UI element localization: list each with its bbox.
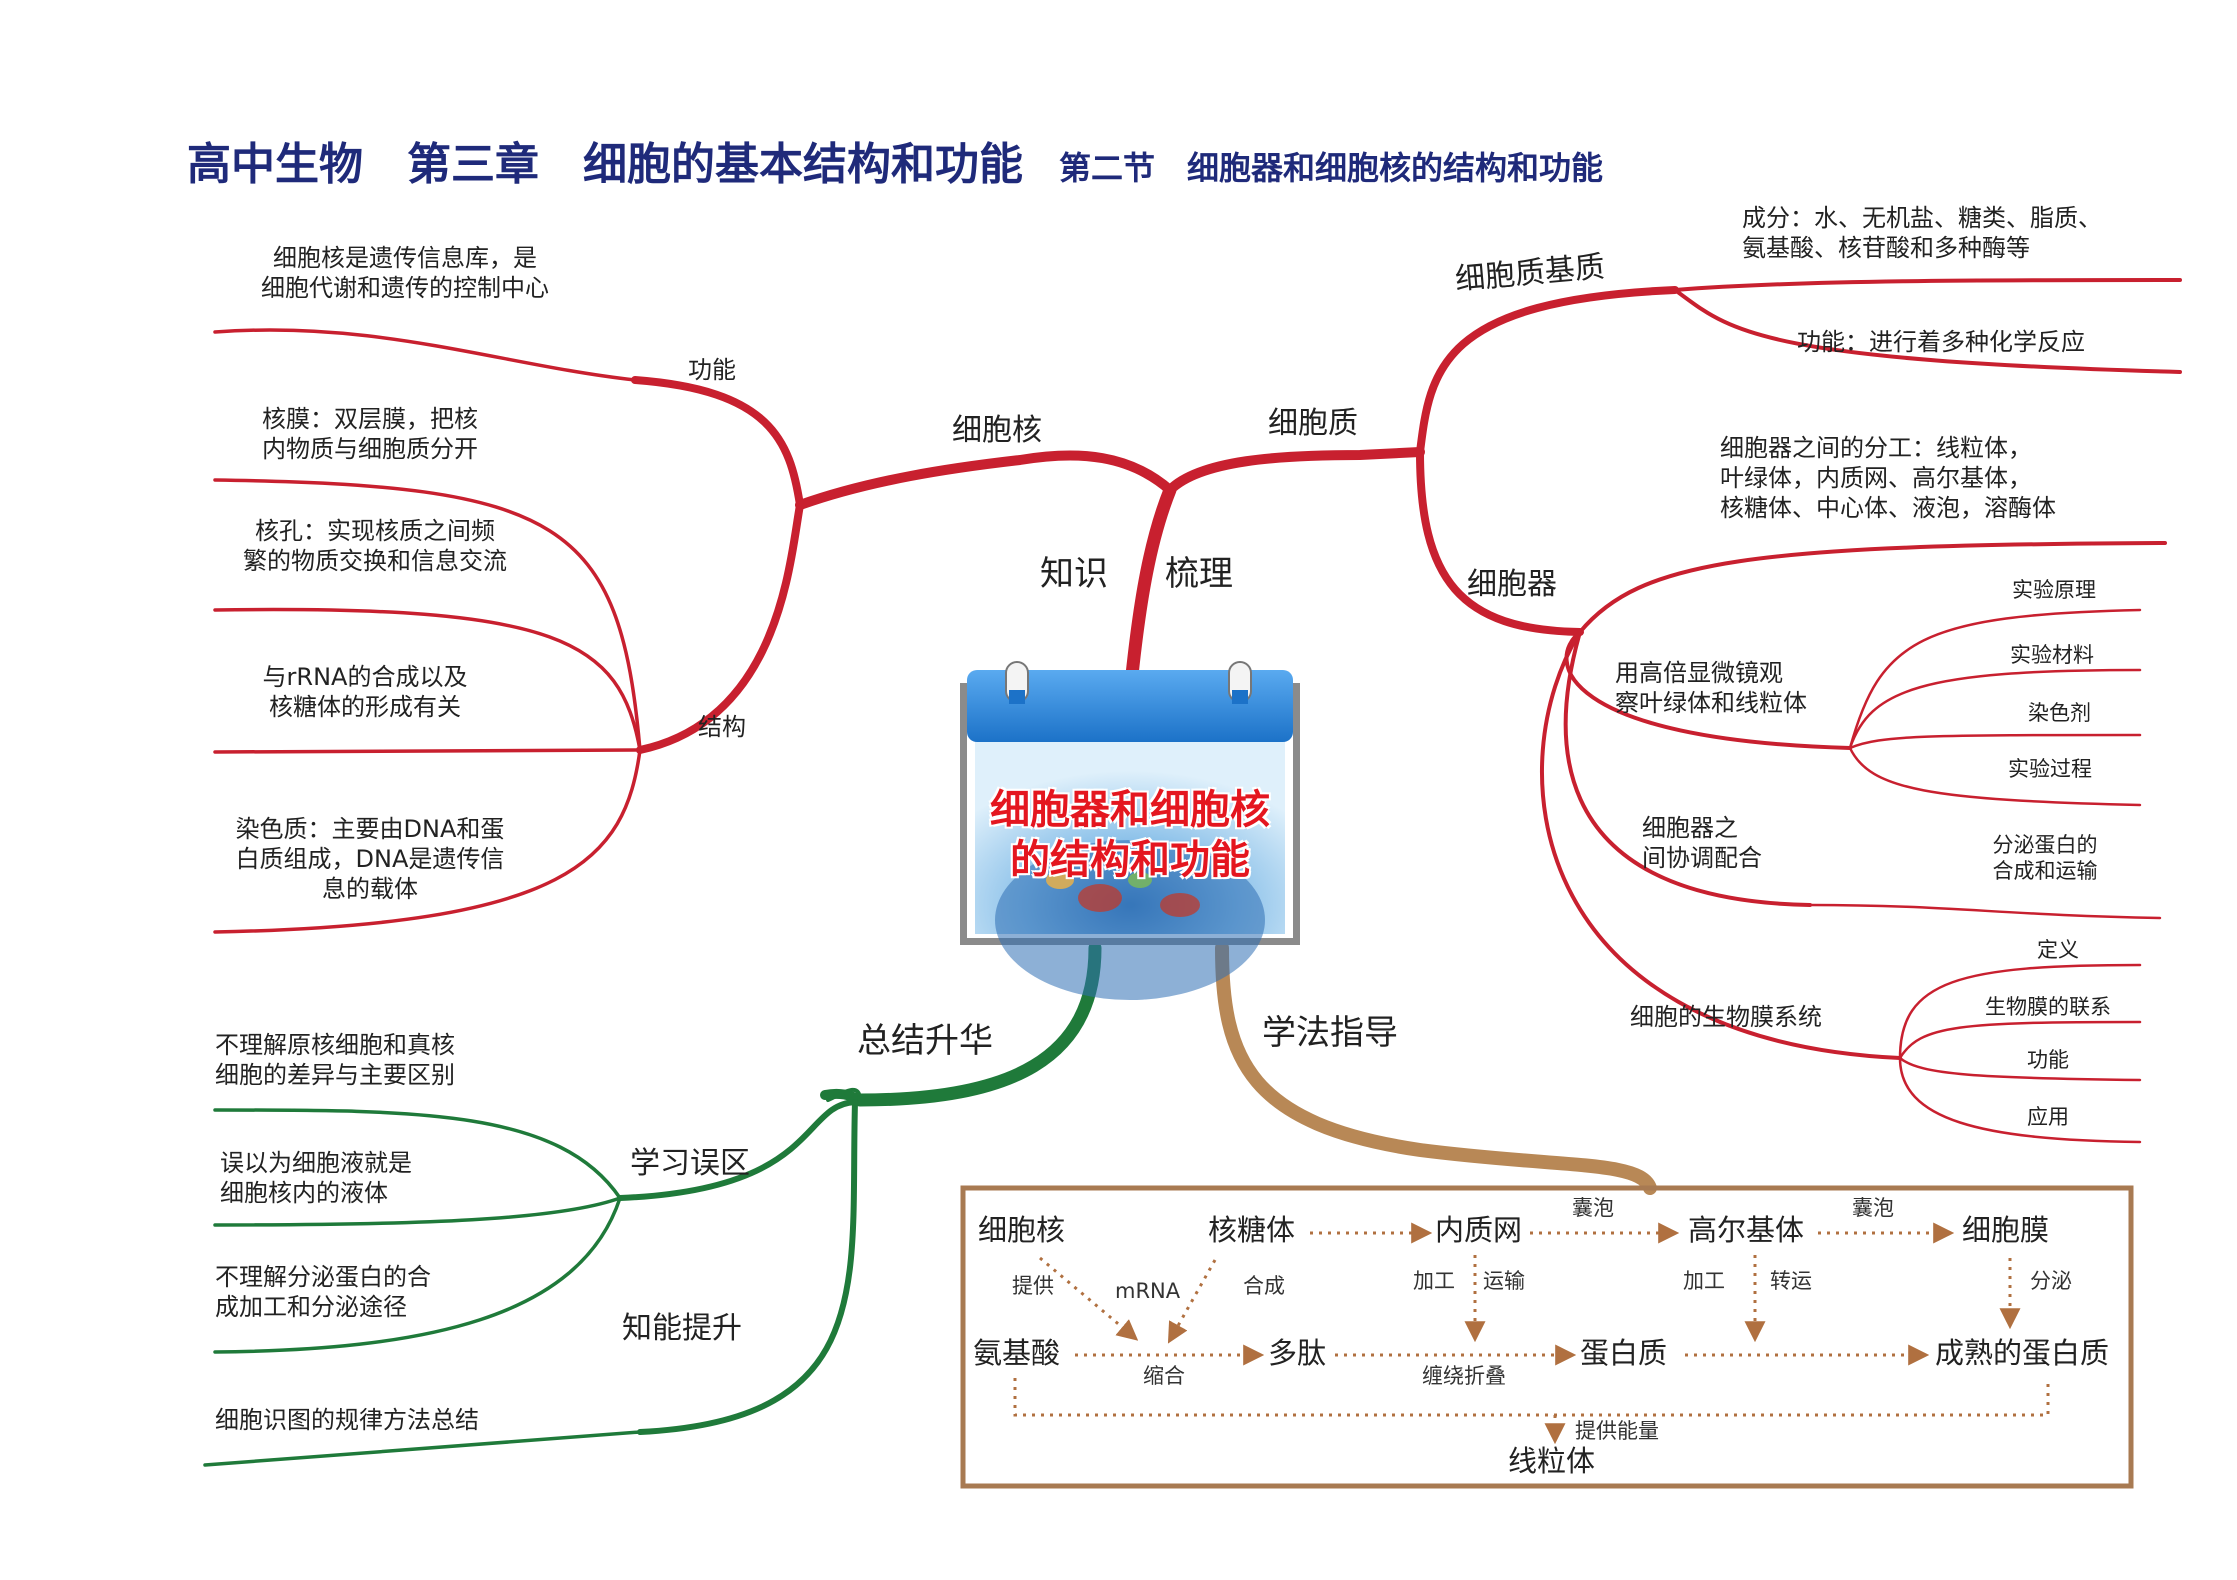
branch-label-knowledge-2: 梳理 xyxy=(1165,554,1233,594)
flow-protein: 蛋白质 xyxy=(1580,1336,1668,1370)
structure-item-nucleolus-line1: 与rRNA的合成以及 xyxy=(262,663,468,691)
membrane-item-definition: 定义 xyxy=(2037,938,2079,962)
structure-item-chromatin-line2: 白质组成，DNA是遗传信 xyxy=(235,845,505,873)
structure-item-membrane-line2: 内物质与细胞质分开 xyxy=(262,435,478,463)
organelle-division-of-labor: 细胞器之间的分工：线粒体， 叶绿体，内质网、高尔基体， 核糖体、中心体、液泡，溶… xyxy=(1720,433,2056,523)
nucleus-label: 细胞核 xyxy=(952,413,1042,448)
mistake-item-3-line2: 成加工和分泌途径 xyxy=(215,1293,407,1321)
mistake-item-3: 不理解分泌蛋白的合 成加工和分泌途径 xyxy=(215,1262,431,1322)
flow-ribosome: 核糖体 xyxy=(1208,1213,1296,1247)
mistake-item-1: 不理解原核细胞和真核 细胞的差异与主要区别 xyxy=(215,1030,455,1090)
division-line2: 叶绿体，内质网、高尔基体， xyxy=(1720,464,2032,492)
flow-mature-protein: 成熟的蛋白质 xyxy=(1935,1336,2110,1370)
structure-item-nucleolus-line2: 核糖体的形成有关 xyxy=(269,693,461,721)
flow-mitochondria: 线粒体 xyxy=(1508,1444,1596,1478)
flow-peptide: 多肽 xyxy=(1268,1336,1327,1370)
matrix-components-line2: 氨基酸、核苷酸和多种酶等 xyxy=(1742,234,2030,262)
mistakes-label: 学习误区 xyxy=(630,1146,750,1181)
structure-item-nucleolus: 与rRNA的合成以及 核糖体的形成有关 xyxy=(245,662,485,722)
flow-label-vesicle-2: 囊泡 xyxy=(1852,1196,1894,1220)
membrane-item-connection: 生物膜的联系 xyxy=(1985,995,2111,1019)
branch-label-summary: 总结升华 xyxy=(857,1021,993,1061)
skill-item-1: 细胞识图的规律方法总结 xyxy=(215,1406,479,1434)
title-main: 高中生物 第三章 细胞的基本结构和功能 xyxy=(187,139,1023,190)
experiment-item-process: 实验过程 xyxy=(2008,757,2092,781)
membrane-item-application: 应用 xyxy=(2027,1105,2069,1129)
ring-right xyxy=(1228,661,1252,704)
coordination-label-line1: 细胞器之 xyxy=(1642,814,1738,842)
title-section: 第二节 细胞器和细胞核的结构和功能 xyxy=(1059,149,1604,187)
nucleus-structure-label: 结构 xyxy=(698,713,746,741)
structure-item-pore-line1: 核孔：实现核质之间频 xyxy=(255,517,495,545)
mistake-item-2-line1: 误以为细胞液就是 xyxy=(220,1149,412,1177)
division-line3: 核糖体、中心体、液泡，溶酶体 xyxy=(1720,494,2056,522)
mistake-item-2-line2: 细胞核内的液体 xyxy=(220,1179,388,1207)
division-line1: 细胞器之间的分工：线粒体， xyxy=(1720,434,2032,462)
flow-membrane: 细胞膜 xyxy=(1962,1213,2050,1247)
nucleus-function-label: 功能 xyxy=(688,356,736,384)
flow-label-fold: 缠绕折叠 xyxy=(1422,1364,1506,1388)
mistake-item-1-line1: 不理解原核细胞和真核 xyxy=(215,1031,455,1059)
coordination-item-line1: 分泌蛋白的 xyxy=(1992,833,2098,857)
membrane-item-function: 功能 xyxy=(2027,1048,2069,1072)
center-card-title: 细胞器和细胞核 的结构和功能 xyxy=(960,785,1300,885)
flow-box xyxy=(960,1185,2134,1489)
flow-label-transport-2: 转运 xyxy=(1770,1269,1812,1293)
matrix-function: 功能：进行着多种化学反应 xyxy=(1797,328,2085,356)
flow-label-transport-1: 运输 xyxy=(1483,1269,1525,1293)
flow-label-provide: 提供 xyxy=(1012,1274,1054,1298)
structure-item-chromatin: 染色质：主要由DNA和蛋 白质组成，DNA是遗传信 息的载体 xyxy=(220,814,520,904)
mistake-item-2: 误以为细胞液就是 细胞核内的液体 xyxy=(220,1148,412,1208)
membrane-system-label: 细胞的生物膜系统 xyxy=(1630,1003,1822,1031)
method-branch-line xyxy=(1215,941,1657,1195)
matrix-components-line1: 成分：水、无机盐、糖类、脂质、 xyxy=(1742,204,2102,232)
experiment-label: 用高倍显微镜观 察叶绿体和线粒体 xyxy=(1615,658,1807,718)
branch-label-method: 学法指导 xyxy=(1262,1013,1398,1053)
flow-label-energy: 提供能量 xyxy=(1575,1419,1659,1443)
center-card xyxy=(960,661,1300,1000)
mistake-item-1-line2: 细胞的差异与主要区别 xyxy=(215,1061,455,1089)
structure-item-pore: 核孔：实现核质之间频 繁的物质交换和信息交流 xyxy=(225,516,525,576)
experiment-item-materials: 实验材料 xyxy=(2010,643,2094,667)
coordination-label-line2: 间协调配合 xyxy=(1642,844,1762,872)
structure-item-membrane-line1: 核膜：双层膜，把核 xyxy=(262,405,478,433)
flow-nucleus: 细胞核 xyxy=(978,1213,1066,1247)
flow-golgi: 高尔基体 xyxy=(1688,1213,1805,1247)
structure-item-chromatin-line3: 息的载体 xyxy=(322,875,418,903)
flow-label-process-2: 加工 xyxy=(1683,1269,1725,1293)
matrix-components: 成分：水、无机盐、糖类、脂质、 氨基酸、核苷酸和多种酶等 xyxy=(1742,203,2102,263)
flow-label-process-1: 加工 xyxy=(1413,1269,1455,1293)
nucleus-function-text-line1: 细胞核是遗传信息库，是 xyxy=(273,244,537,272)
experiment-label-line1: 用高倍显微镜观 xyxy=(1615,659,1783,687)
branch-label-knowledge-1: 知识 xyxy=(1040,554,1108,594)
structure-item-chromatin-line1: 染色质：主要由DNA和蛋 xyxy=(235,815,505,843)
nucleus-function-text: 细胞核是遗传信息库，是 细胞代谢和遗传的控制中心 xyxy=(225,243,585,303)
flow-label-condense: 缩合 xyxy=(1143,1364,1185,1388)
card-title-line2: 的结构和功能 xyxy=(1010,837,1250,883)
organelle-label: 细胞器 xyxy=(1467,567,1557,602)
experiment-item-principle: 实验原理 xyxy=(2012,578,2096,602)
knowledge-branch-lines xyxy=(213,278,2182,1144)
card-title-line1: 细胞器和细胞核 xyxy=(990,787,1270,833)
coordination-item: 分泌蛋白的 合成和运输 xyxy=(1975,832,2115,885)
ring-left xyxy=(1005,661,1029,704)
flow-er: 内质网 xyxy=(1435,1213,1523,1247)
structure-item-membrane: 核膜：双层膜，把核 内物质与细胞质分开 xyxy=(240,404,500,464)
flow-label-secrete: 分泌 xyxy=(2030,1269,2072,1293)
nucleus-function-text-line2: 细胞代谢和遗传的控制中心 xyxy=(261,274,549,302)
mistake-item-3-line1: 不理解分泌蛋白的合 xyxy=(215,1263,431,1291)
flow-label-vesicle-1: 囊泡 xyxy=(1572,1196,1614,1220)
page-title: 高中生物 第三章 细胞的基本结构和功能第二节 细胞器和细胞核的结构和功能 xyxy=(187,128,1603,192)
experiment-item-stain: 染色剂 xyxy=(2028,701,2091,725)
structure-item-pore-line2: 繁的物质交换和信息交流 xyxy=(243,547,507,575)
coordination-label: 细胞器之 间协调配合 xyxy=(1642,813,1762,873)
coordination-item-line2: 合成和运输 xyxy=(1992,859,2098,884)
flow-label-mrna: mRNA xyxy=(1115,1279,1181,1303)
flow-amino-acid: 氨基酸 xyxy=(973,1336,1061,1370)
flow-label-synthesis: 合成 xyxy=(1243,1274,1285,1298)
experiment-label-line2: 察叶绿体和线粒体 xyxy=(1615,689,1807,717)
skills-label: 知能提升 xyxy=(622,1311,742,1346)
cytoplasm-label: 细胞质 xyxy=(1268,406,1358,441)
